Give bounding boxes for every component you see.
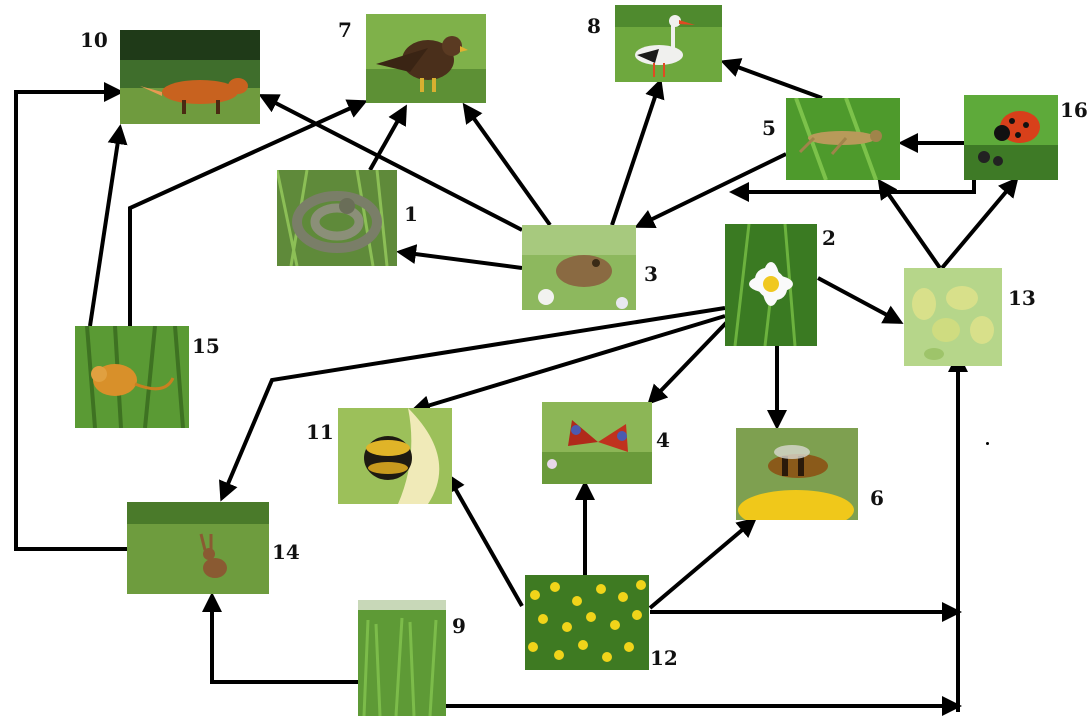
- node-14-hare-photo: [127, 502, 269, 594]
- node-15-mouse-photo: [75, 326, 189, 428]
- node-6-label: 6: [870, 486, 884, 510]
- node-9-grass-photo: [358, 600, 446, 716]
- node-15-label: 15: [192, 334, 220, 358]
- edge-2-to-13: [818, 278, 900, 322]
- node-1-snake-photo: [277, 170, 397, 266]
- edge-2-to-11: [414, 316, 725, 410]
- edge-12-to-6: [650, 520, 754, 608]
- stray-dot: [986, 442, 989, 445]
- node-16-label: 16: [1060, 98, 1088, 122]
- node-11-bumblebee-photo: [338, 408, 452, 504]
- node-5-label: 5: [762, 116, 776, 140]
- node-12-label: 12: [650, 646, 678, 670]
- edge-13-to-5: [880, 182, 940, 268]
- edge-9-to-14: [212, 596, 360, 682]
- edge-3-to-1: [400, 252, 522, 268]
- node-4-label: 4: [656, 428, 670, 452]
- edge-14-to-10: [16, 92, 127, 549]
- node-8-label: 8: [587, 14, 601, 38]
- node-13-aphids-photo: [904, 268, 1002, 366]
- node-12-meadow-photo: [525, 575, 649, 670]
- node-6-bee-photo: [736, 428, 858, 520]
- node-10-label: 10: [80, 28, 108, 52]
- edge-15-to-10: [90, 128, 120, 326]
- node-3-toad-photo: [522, 225, 636, 310]
- node-7-label: 7: [338, 18, 352, 42]
- node-9-label: 9: [452, 614, 466, 638]
- edge-3-to-8: [612, 82, 660, 225]
- node-16-ladybird-photo: [964, 95, 1058, 180]
- node-13-label: 13: [1008, 286, 1036, 310]
- node-11-label: 11: [306, 420, 334, 444]
- node-2-daisy-photo: [725, 224, 817, 346]
- edge-16-to-3: [733, 180, 974, 192]
- node-4-butterfly-photo: [542, 402, 652, 484]
- edge-12-to-11: [448, 476, 522, 606]
- node-1-label: 1: [404, 202, 418, 226]
- node-2-label: 2: [822, 226, 836, 250]
- edge-5-to-8: [724, 62, 822, 98]
- node-10-fox-photo: [120, 30, 260, 124]
- node-5-grasshopper-photo: [786, 98, 900, 180]
- node-14-label: 14: [272, 540, 300, 564]
- node-8-stork-photo: [615, 5, 722, 82]
- node-3-label: 3: [644, 262, 658, 286]
- node-7-buzzard-photo: [366, 14, 486, 103]
